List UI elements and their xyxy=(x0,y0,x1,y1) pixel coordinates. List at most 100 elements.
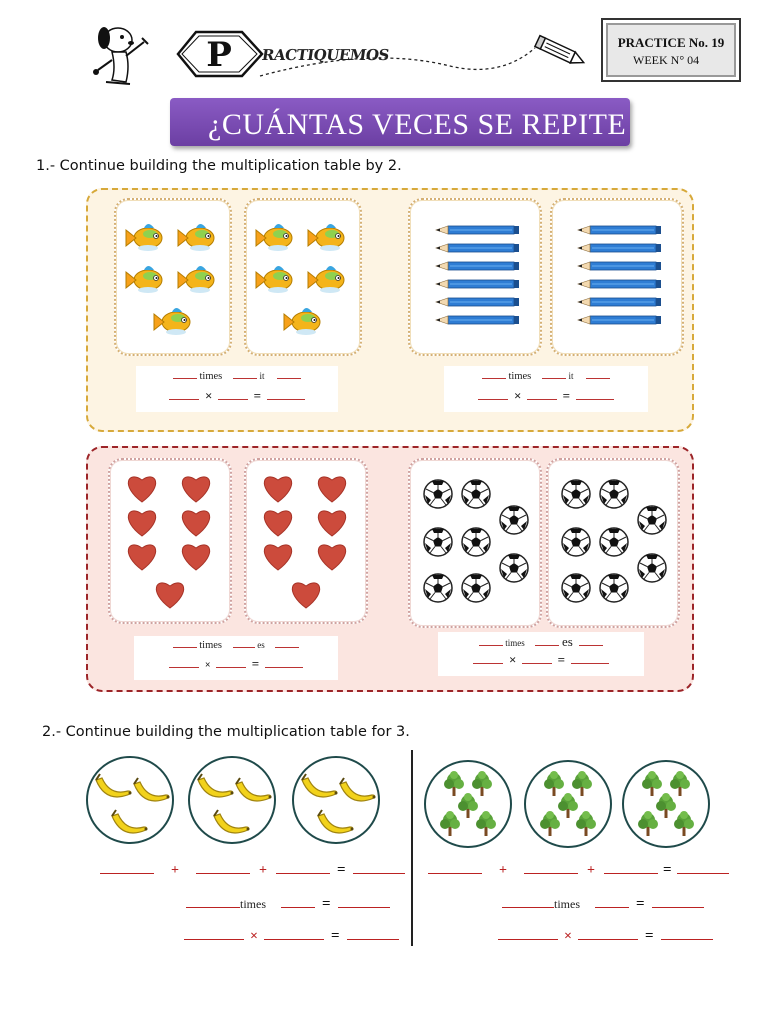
answer-blank[interactable] xyxy=(263,931,324,940)
heart-icon xyxy=(264,476,292,503)
answer-blank[interactable] xyxy=(172,371,197,379)
multiply-sign: × xyxy=(513,388,522,403)
answer-blank[interactable] xyxy=(169,660,200,668)
practice-number-box: PRACTICE No. 19 WEEK N° 04 xyxy=(601,18,741,82)
banana-icon xyxy=(235,777,272,802)
soccer-ball-icon xyxy=(561,573,591,603)
answer-blank[interactable] xyxy=(579,638,604,646)
answer-blank[interactable] xyxy=(502,899,554,908)
soccer-ball-icon xyxy=(423,479,453,509)
equals-sign: = xyxy=(336,862,346,878)
it-label: it xyxy=(568,371,574,381)
plus-sign: + xyxy=(258,863,267,878)
answer-blank[interactable] xyxy=(651,899,704,908)
pencil-icon xyxy=(577,279,661,289)
week-number: WEEK N° 04 xyxy=(633,53,700,67)
answer-blank[interactable] xyxy=(352,865,405,874)
answer-blank[interactable] xyxy=(522,656,552,664)
answer-blank[interactable] xyxy=(186,899,240,908)
multiply-sign: × xyxy=(204,660,211,671)
answer-blank[interactable] xyxy=(232,371,257,379)
answer-blank[interactable] xyxy=(481,371,506,379)
tree-icon xyxy=(476,811,496,836)
fish-card-1 xyxy=(114,198,232,356)
answer-blank[interactable] xyxy=(216,660,247,668)
answer-blank[interactable] xyxy=(523,865,578,874)
soccer-ball-icon xyxy=(499,505,529,535)
answer-blank[interactable] xyxy=(281,899,315,908)
heart-icon xyxy=(182,510,210,537)
heart-icon xyxy=(128,544,156,571)
dog-mascot-icon xyxy=(93,27,149,85)
answer-blank[interactable] xyxy=(603,865,658,874)
answer-blank[interactable] xyxy=(264,660,303,668)
answer-blank[interactable] xyxy=(478,392,509,400)
pencil-icon xyxy=(577,315,661,325)
it-label: it xyxy=(259,371,265,381)
answer-blank[interactable] xyxy=(184,931,244,940)
answer-blank[interactable] xyxy=(527,392,557,400)
answer-blank[interactable] xyxy=(498,931,558,940)
answer-blank[interactable] xyxy=(172,640,197,648)
pencil-icon xyxy=(435,261,519,271)
answer-blank[interactable] xyxy=(595,899,629,908)
answer-blank[interactable] xyxy=(195,865,250,874)
answer-blank[interactable] xyxy=(570,656,609,664)
soccer-ball-icon xyxy=(637,505,667,535)
answer-blank[interactable] xyxy=(275,865,330,874)
answer-blank[interactable] xyxy=(169,392,200,400)
tree-icon xyxy=(572,771,592,796)
tree-icon xyxy=(440,811,460,836)
soccer-ball-icon xyxy=(599,573,629,603)
practiquemos-logo-icon: P xyxy=(176,30,264,78)
answer-blank[interactable] xyxy=(676,865,729,874)
soccer-ball-icon xyxy=(423,573,453,603)
equals-sign: = xyxy=(662,862,672,878)
banana-circle-3 xyxy=(292,756,380,844)
tree-circle-2 xyxy=(524,760,612,848)
pencil-icon xyxy=(577,243,661,253)
answer-blank[interactable] xyxy=(232,640,255,648)
answer-blank[interactable] xyxy=(277,371,302,379)
times-label: times xyxy=(199,371,223,382)
heart-icon xyxy=(182,544,210,571)
multiply-sign: × xyxy=(250,929,258,944)
banana-icon xyxy=(301,773,338,798)
title-banner: ¿CUÁNTAS VECES SE REPITE xyxy=(170,98,630,146)
answer-blank[interactable] xyxy=(478,638,503,646)
pencil-icon xyxy=(435,243,519,253)
soccer-ball-icon xyxy=(561,479,591,509)
answer-blank[interactable] xyxy=(266,392,305,400)
answer-blank[interactable] xyxy=(100,865,154,874)
multiplication-row-bananas: × = xyxy=(184,928,399,945)
heart-icon xyxy=(292,582,320,609)
answer-blank[interactable] xyxy=(473,656,504,664)
soccer-ball-icon xyxy=(461,573,491,603)
tree-icon xyxy=(656,793,676,818)
answer-blank[interactable] xyxy=(275,640,300,648)
soccer-ball-icon xyxy=(561,527,591,557)
tree-icon xyxy=(642,771,662,796)
pencil-icon xyxy=(577,261,661,271)
answer-blank[interactable] xyxy=(541,371,566,379)
logo-letter: P xyxy=(206,35,232,75)
practice-number: PRACTICE No. 19 xyxy=(617,35,725,50)
plus-sign: + xyxy=(586,863,595,878)
heart-icon xyxy=(264,544,292,571)
answer-blank[interactable] xyxy=(218,392,248,400)
answer-box-fish: times it × = xyxy=(136,366,338,412)
fish-icon xyxy=(177,224,215,251)
answer-blank[interactable] xyxy=(346,931,399,940)
answer-blank[interactable] xyxy=(577,931,638,940)
tree-icon xyxy=(540,811,560,836)
fish-icon xyxy=(255,224,293,251)
answer-blank[interactable] xyxy=(575,392,614,400)
banana-icon xyxy=(213,809,250,834)
answer-blank[interactable] xyxy=(428,865,482,874)
answer-blank[interactable] xyxy=(535,638,560,646)
answer-blank[interactable] xyxy=(337,899,390,908)
answer-blank[interactable] xyxy=(660,931,713,940)
soccer-ball-icon xyxy=(499,553,529,583)
answer-blank[interactable] xyxy=(586,371,611,379)
banana-icon xyxy=(317,809,354,834)
